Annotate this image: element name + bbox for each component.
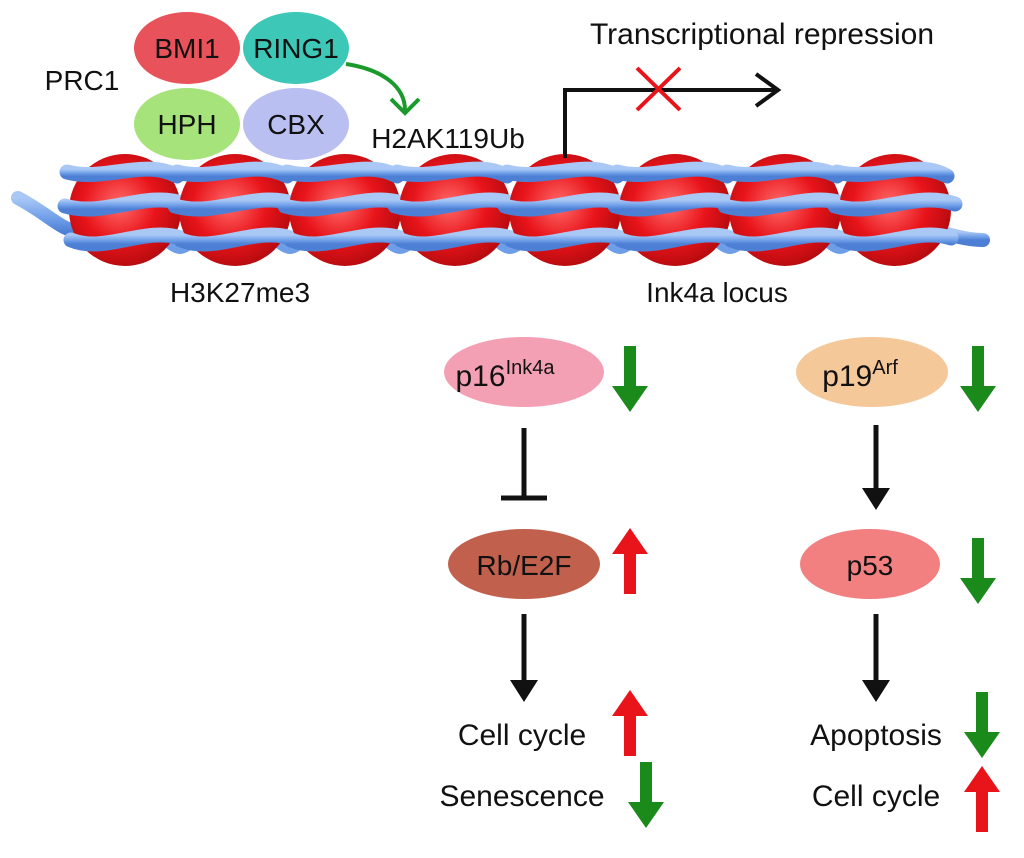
rb-e2f-node: Rb/E2F — [448, 529, 600, 599]
p19-arf-node: p19Arf — [796, 337, 948, 407]
nucleosome — [827, 154, 963, 266]
senescence-down-arrow — [628, 762, 664, 828]
p53-to-outcome-arrow — [862, 614, 890, 702]
bmi1-ellipse — [134, 12, 240, 84]
svg-text:p19Arf: p19Arf — [822, 357, 898, 393]
h3k27me3-label: H3K27me3 — [170, 277, 310, 308]
cbx-label: CBX — [267, 109, 325, 140]
bmi1-label: BMI1 — [154, 33, 219, 64]
p19-base: p19 — [822, 360, 872, 393]
p53-down-arrow — [960, 538, 996, 604]
ring1-label: RING1 — [253, 33, 339, 64]
senescence-label: Senescence — [439, 780, 604, 813]
nucleosome — [277, 154, 413, 266]
transcriptional-repression-label: Transcriptional repression — [590, 18, 934, 51]
p16-ink4a-node: p16Ink4a — [444, 337, 604, 407]
right-cell-cycle-label: Cell cycle — [812, 780, 940, 813]
nucleosome — [607, 154, 743, 266]
hph-ellipse — [134, 88, 240, 160]
p16-superscript: Ink4a — [506, 357, 556, 379]
p19-superscript: Arf — [872, 357, 898, 379]
nucleosome — [717, 154, 853, 266]
nucleosome — [497, 154, 633, 266]
rb-to-outcome-arrow — [510, 614, 538, 702]
left-cell-cycle-label: Cell cycle — [458, 719, 586, 752]
cbx-ellipse — [243, 88, 349, 160]
h2ak119ub-label: H2AK119Ub — [371, 123, 525, 154]
rb-up-arrow — [612, 528, 648, 594]
p19-to-p53-arrow — [862, 425, 890, 510]
p53-label: p53 — [847, 550, 894, 581]
left-cell-cycle-up-arrow — [612, 690, 648, 756]
hph-label: HPH — [157, 109, 216, 140]
svg-text:p16Ink4a: p16Ink4a — [456, 357, 556, 393]
rb-e2f-label: Rb/E2F — [477, 550, 572, 581]
nucleosome — [387, 154, 523, 266]
nucleosome-array — [57, 154, 963, 266]
right-cell-cycle-up-arrow — [964, 766, 1000, 832]
p53-node: p53 — [800, 529, 940, 599]
ring1-ellipse — [243, 12, 349, 84]
nucleosome — [57, 154, 193, 266]
p16-base: p16 — [456, 360, 506, 393]
transcription-arrow — [563, 66, 782, 158]
apoptosis-label: Apoptosis — [810, 719, 942, 752]
ubiquitination-arrow — [345, 62, 421, 116]
ink4a-locus-label: Ink4a locus — [646, 277, 788, 308]
apoptosis-down-arrow — [964, 692, 1000, 758]
p16-inhibits-rb — [501, 428, 547, 501]
prc1-complex: PRC1 BMI1 RING1 HPH CBX — [45, 12, 349, 160]
p19-down-arrow — [960, 346, 996, 412]
repression-x-mark — [635, 66, 682, 112]
p16-down-arrow — [612, 346, 648, 412]
prc1-label: PRC1 — [45, 65, 120, 96]
nucleosome — [167, 154, 303, 266]
